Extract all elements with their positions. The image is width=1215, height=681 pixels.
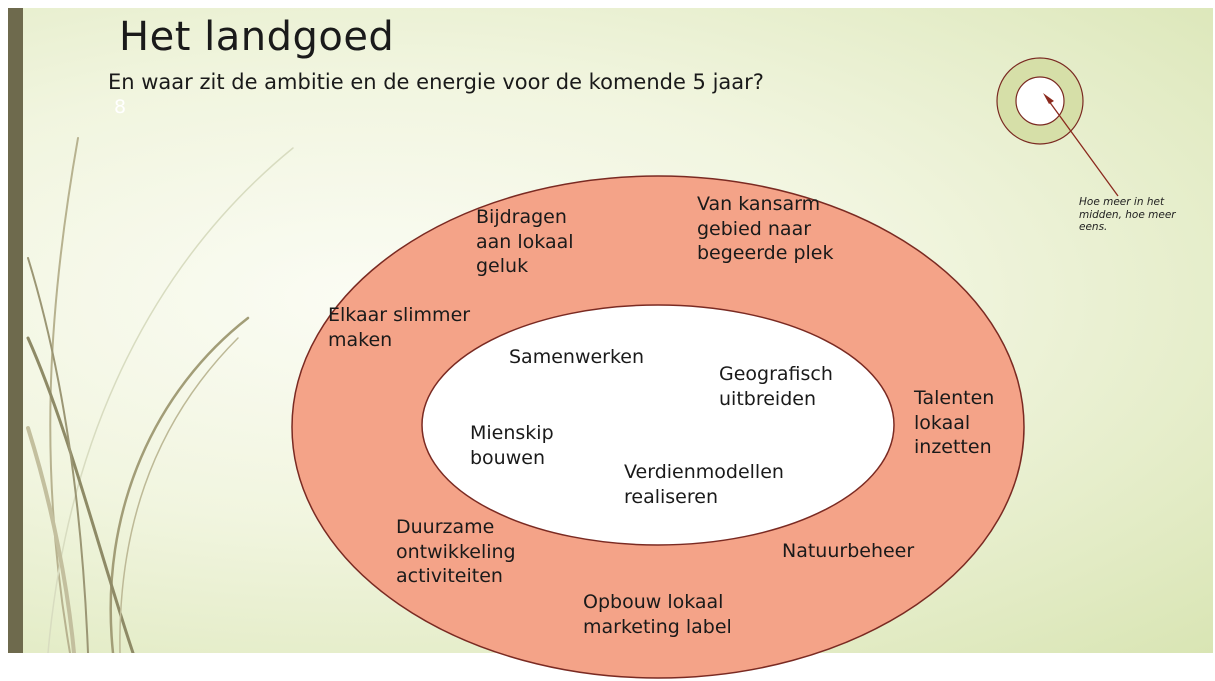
grass-decoration <box>26 137 294 653</box>
slide-subtitle: En waar zit de ambitie en de energie voo… <box>108 70 764 94</box>
label-natuurbeheer: Natuurbeheer <box>782 540 915 562</box>
label-samenwerken: Samenwerken <box>509 346 645 368</box>
pointer-arrow-head <box>1043 93 1054 104</box>
slide-number: 8 <box>114 96 127 118</box>
target-annotation-note: Hoe meer in het midden, hoe meer eens. <box>1079 196 1176 234</box>
left-accent-bar <box>8 8 23 653</box>
pointer-arrow-line <box>1045 96 1119 197</box>
target-inner-circle <box>1015 76 1065 126</box>
slide-title: Het landgoed <box>119 14 395 60</box>
inner-ring <box>421 304 895 546</box>
